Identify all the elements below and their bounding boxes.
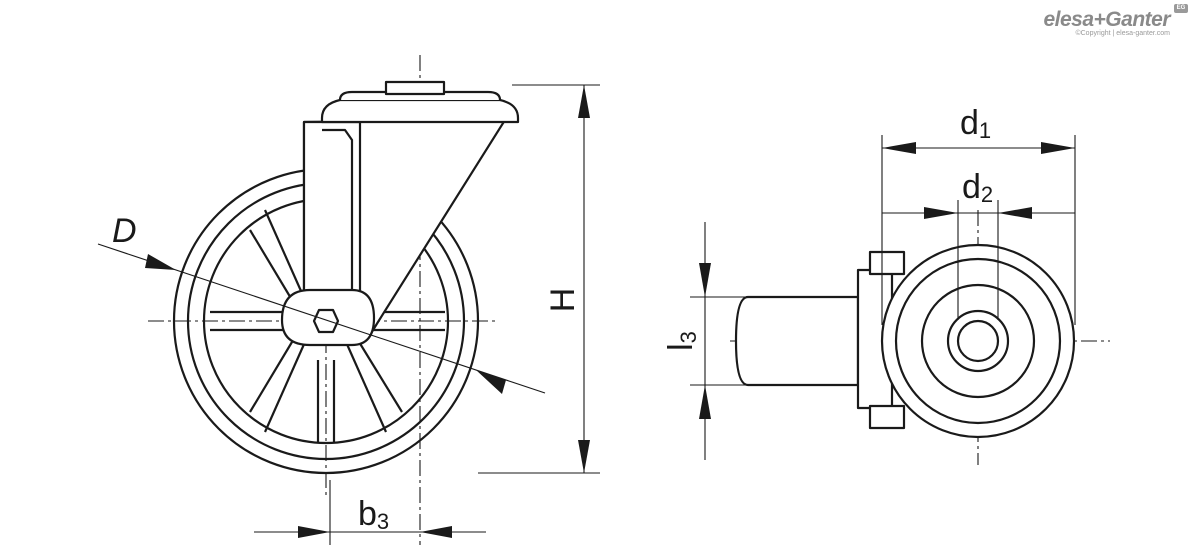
label-d1: d1 bbox=[960, 104, 991, 143]
bore-inner bbox=[956, 319, 1000, 363]
dimension-b3: b3 bbox=[254, 480, 486, 545]
label-D: D bbox=[112, 212, 137, 250]
plate-boss bbox=[920, 283, 1036, 399]
wheel-stub bbox=[734, 295, 860, 387]
brand-copyright: ©Copyright | elesa-ganter.com bbox=[1075, 30, 1170, 37]
top-view: d1 d2 l3 bbox=[662, 104, 1110, 465]
bore-outer bbox=[946, 309, 1010, 373]
label-d2: d2 bbox=[962, 168, 993, 207]
axle-nut bbox=[312, 308, 340, 334]
swivel-head bbox=[320, 80, 520, 124]
dimension-d2: d2 bbox=[882, 168, 1075, 320]
label-b3: b3 bbox=[358, 495, 389, 534]
dimension-l3: l3 bbox=[662, 222, 760, 460]
brand-logo: elesa+Ganter EG ©Copyright | elesa-gante… bbox=[1043, 4, 1188, 37]
dimension-D: D bbox=[97, 212, 546, 394]
plate-outer bbox=[880, 243, 1076, 439]
brand-badge: EG bbox=[1174, 4, 1188, 13]
label-H: H bbox=[544, 288, 582, 313]
brand-name: elesa+Ganter bbox=[1043, 8, 1170, 31]
plate-inner bbox=[894, 257, 1062, 425]
dimension-d1: d1 bbox=[881, 104, 1076, 325]
dimension-H: H bbox=[478, 84, 600, 474]
bracket-nut-bottom bbox=[868, 404, 906, 430]
bracket-nut-top bbox=[868, 250, 906, 276]
side-view: D H b3 bbox=[97, 55, 600, 545]
label-l3: l3 bbox=[662, 331, 701, 351]
